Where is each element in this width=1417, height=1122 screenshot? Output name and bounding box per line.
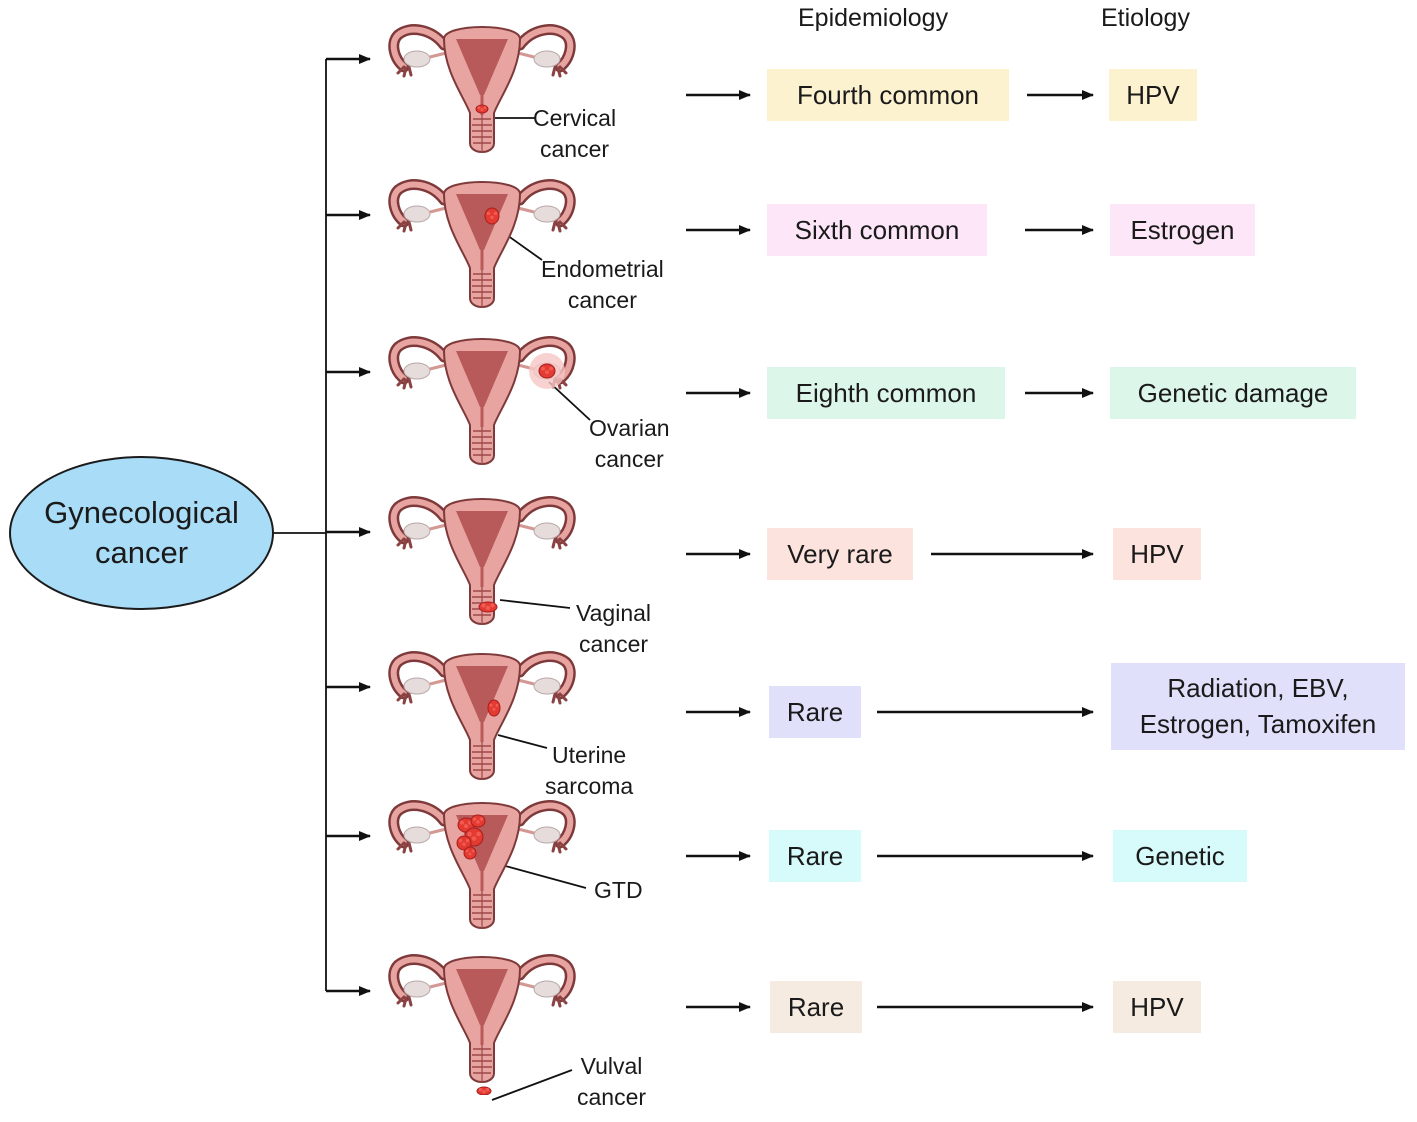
cancer-type-label: Cervical cancer [533, 103, 616, 165]
root-node-gynecological-cancer: Gynecological cancer [9, 456, 274, 610]
cancer-type-label-line: cancer [567, 287, 637, 313]
cancer-type-label-line: Uterine [552, 742, 627, 768]
tumor-mark [484, 207, 500, 225]
tumor-mark [475, 104, 489, 114]
etiology-text-line: HPV [1126, 80, 1180, 110]
etiology-text-line: Genetic damage [1137, 378, 1329, 408]
etiology-box: HPV [1113, 528, 1201, 580]
etiology-box: Genetic damage [1110, 367, 1356, 419]
etiology-text-line: Estrogen [1130, 215, 1235, 245]
cancer-type-label-line: Endometrial [541, 256, 664, 282]
cancer-type-label-line: Vulval [580, 1053, 643, 1079]
label-leader-line [491, 1069, 573, 1101]
header-epidemiology: Epidemiology [798, 4, 949, 32]
cancer-type-label: Uterine sarcoma [545, 740, 633, 802]
tumor-mark [478, 601, 498, 613]
cancer-type-label-line: Vaginal [576, 600, 652, 626]
etiology-box: Genetic [1113, 830, 1247, 882]
tumor-mark [529, 353, 565, 389]
cancer-type-label: Ovarian cancer [589, 413, 670, 475]
epidemiology-box: Eighth common [767, 367, 1005, 419]
cancer-type-label: GTD [594, 875, 643, 906]
etiology-text-line: Radiation, EBV, [1167, 673, 1349, 703]
tumor-mark [476, 1086, 492, 1095]
etiology-text-line: HPV [1130, 992, 1184, 1022]
cancer-type-label-line: Cervical [533, 105, 617, 131]
etiology-text-line: Genetic [1135, 841, 1225, 871]
epidemiology-box: Rare [769, 686, 861, 738]
etiology-text-line: Estrogen, Tamoxifen [1139, 709, 1377, 739]
cancer-type-label-line: Ovarian [589, 415, 670, 441]
label-leader-line [497, 734, 548, 749]
label-leader-line [499, 599, 571, 609]
epidemiology-box: Fourth common [767, 69, 1009, 121]
epidemiology-box: Sixth common [767, 204, 987, 256]
root-label-line-2: cancer [94, 535, 189, 570]
etiology-box: Radiation, EBV, Estrogen, Tamoxifen [1111, 662, 1405, 750]
etiology-text-line: HPV [1130, 539, 1184, 569]
cancer-type-label-line: sarcoma [545, 773, 634, 799]
cancer-type-label-line: cancer [577, 1084, 647, 1110]
etiology-box: HPV [1109, 69, 1197, 121]
cancer-type-label-line: GTD [594, 877, 643, 903]
tumor-mark [487, 699, 501, 717]
tumor-mark [456, 814, 486, 860]
cancer-type-label: Endometrial cancer [541, 254, 664, 316]
label-leader-line [548, 381, 591, 421]
etiology-box: Estrogen [1110, 204, 1255, 256]
header-etiology: Etiology [1101, 4, 1190, 32]
cancer-type-label: Vaginal cancer [576, 598, 651, 660]
cancer-type-label: Vulval cancer [577, 1051, 646, 1113]
cancer-type-label-line: cancer [578, 631, 649, 657]
cancer-type-label-line: cancer [540, 136, 610, 162]
epidemiology-box: Rare [769, 830, 861, 882]
etiology-box: HPV [1113, 981, 1201, 1033]
cancer-type-label-line: cancer [594, 446, 664, 472]
epidemiology-box: Very rare [767, 528, 913, 580]
epidemiology-box: Rare [770, 981, 862, 1033]
root-label-line-1: Gynecological [44, 495, 239, 530]
